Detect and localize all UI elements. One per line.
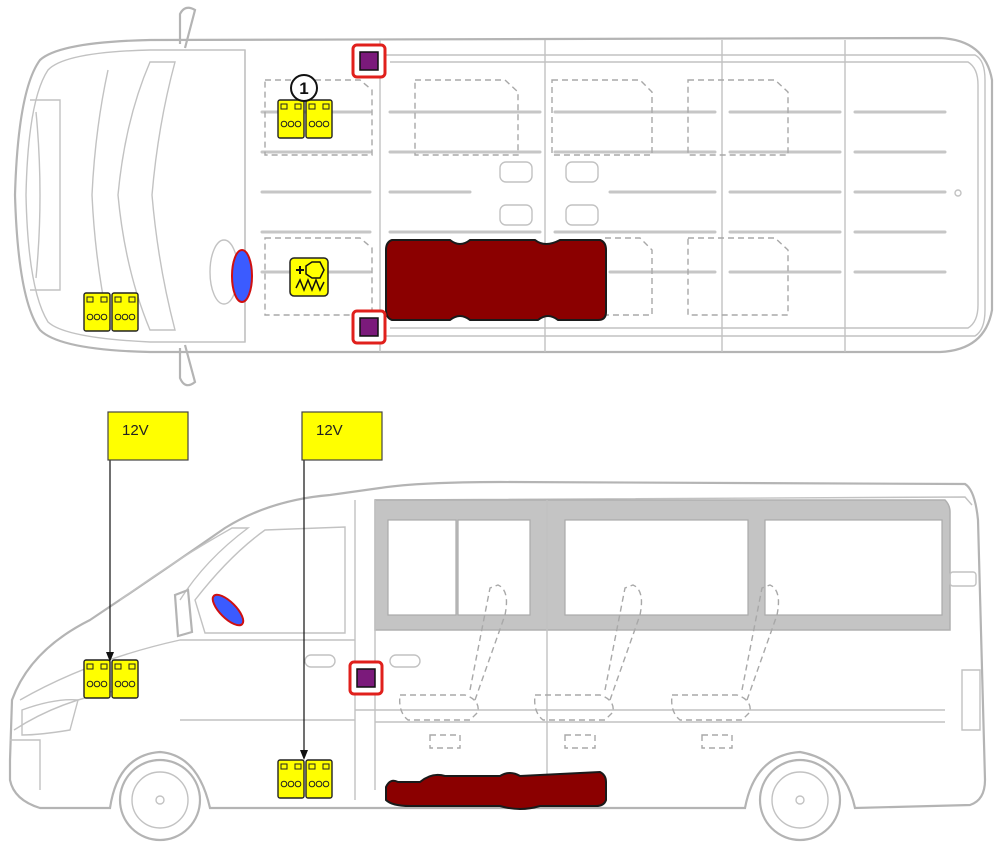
battery-icon <box>83 659 139 699</box>
fuel-tank-icon <box>385 239 607 321</box>
airbag-icon <box>211 593 245 627</box>
side-view: 12V 12V <box>8 411 987 842</box>
front-wheel <box>118 758 202 842</box>
voltage-label: 12V <box>122 422 149 439</box>
battery-icon <box>277 99 333 139</box>
battery-icon <box>277 759 333 799</box>
battery-cutoff-icon <box>351 309 387 345</box>
side-view-seats <box>398 584 780 749</box>
airbag-icon <box>231 249 253 303</box>
leader-lines <box>106 460 308 760</box>
top-view-seats <box>264 79 789 316</box>
top-view-body-outline <box>13 36 994 354</box>
top-view: 1 <box>13 6 994 387</box>
battery-cutoff-icon <box>348 660 384 696</box>
fuel-tank-icon <box>385 770 607 810</box>
callout-marker: 1 <box>290 74 318 102</box>
callout-number: 1 <box>299 79 308 98</box>
voltage-label-box: 12V <box>301 411 383 461</box>
voltage-label: 12V <box>316 422 343 439</box>
voltage-label-box: 12V <box>107 411 189 461</box>
battery-icon <box>83 292 139 332</box>
battery-cutoff-icon <box>351 43 387 79</box>
heater-icon <box>289 257 329 297</box>
rear-wheel <box>758 758 842 842</box>
